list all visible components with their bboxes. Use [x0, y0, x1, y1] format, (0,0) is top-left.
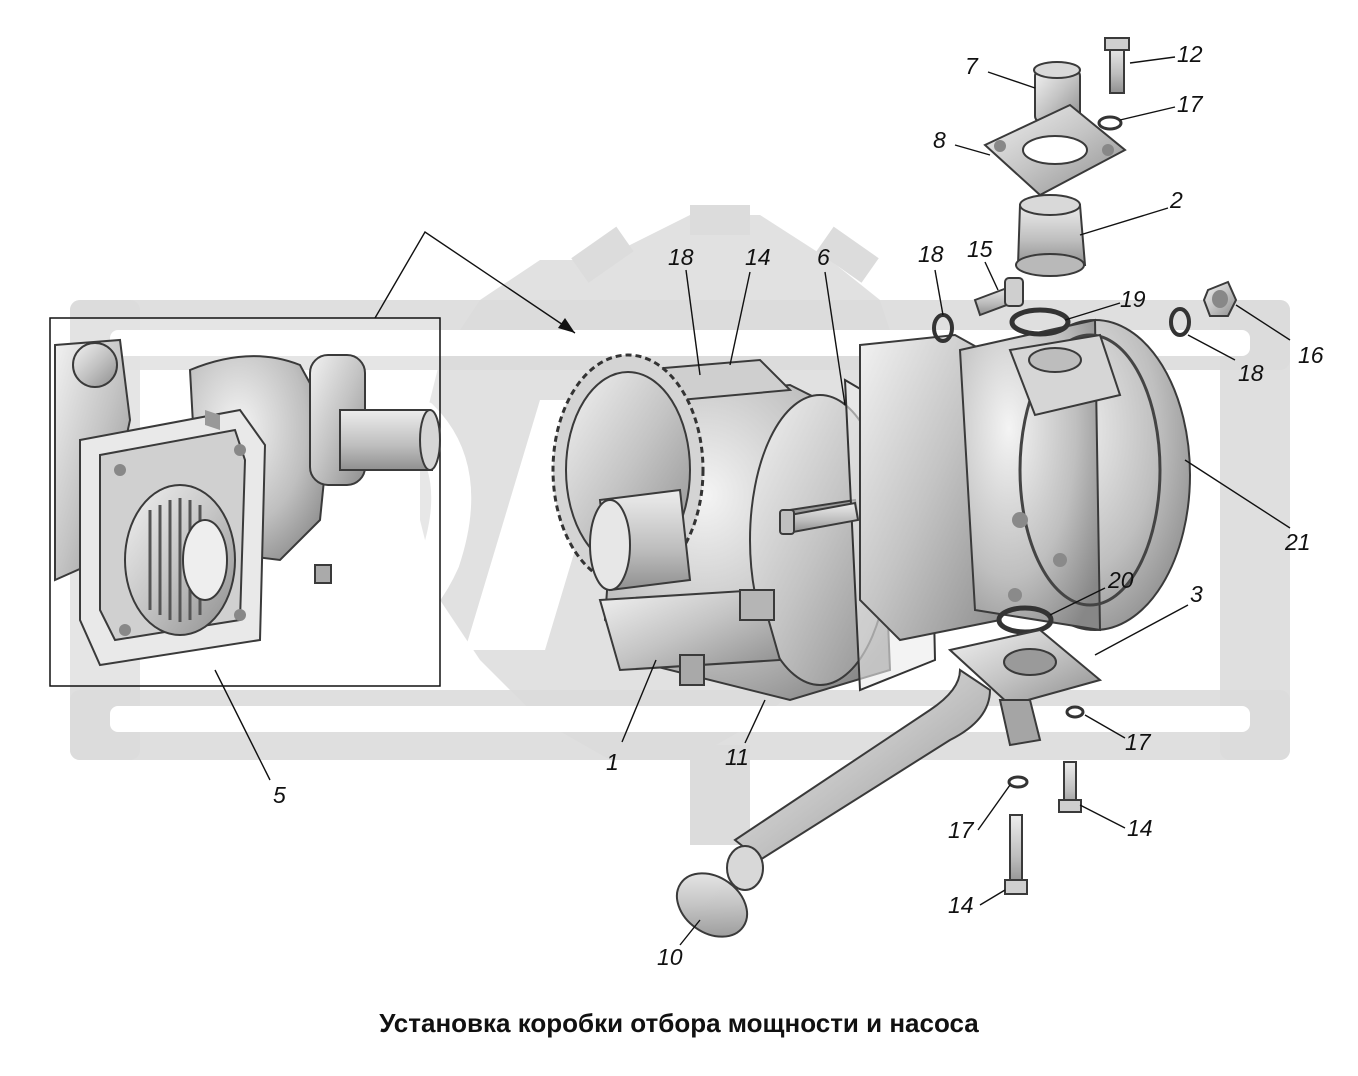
- callout-17-low: 17: [948, 817, 975, 843]
- upper-fitting: [983, 37, 1130, 277]
- callout-14-top: 14: [745, 244, 771, 270]
- callout-5: 5: [273, 782, 286, 808]
- pump-body: [859, 318, 1191, 642]
- callout-19: 19: [1120, 286, 1146, 312]
- callout-18-right: 18: [1238, 360, 1264, 386]
- callout-11: 11: [725, 744, 749, 770]
- callout-8: 8: [933, 127, 946, 153]
- through-bolt: [779, 501, 860, 535]
- callout-3: 3: [1190, 581, 1203, 607]
- callout-18-top: 18: [668, 244, 694, 270]
- callout-12: 12: [1177, 41, 1203, 67]
- callout-10: 10: [657, 944, 683, 970]
- callout-17-mid: 17: [1125, 729, 1152, 755]
- callout-1: 1: [606, 749, 619, 775]
- callout-2: 2: [1169, 187, 1183, 213]
- callout-14-bottom: 14: [948, 892, 974, 918]
- lower-pipe: [675, 605, 1103, 938]
- callout-20: 20: [1107, 567, 1134, 593]
- lower-bolts: [1004, 761, 1082, 895]
- callout-21: 21: [1284, 529, 1311, 555]
- callout-labels: 7 12 17 8 2 18 15 19 18 16 21 20 3 17 18…: [273, 41, 1324, 970]
- figure-caption: Установка коробки отбора мощности и насо…: [379, 1008, 979, 1038]
- callout-17-top: 17: [1177, 91, 1204, 117]
- callout-14-right: 14: [1127, 815, 1153, 841]
- callout-15: 15: [967, 236, 993, 262]
- callout-18-left: 18: [918, 241, 944, 267]
- callout-7: 7: [965, 53, 979, 79]
- callout-16: 16: [1298, 342, 1324, 368]
- callout-6: 6: [817, 244, 830, 270]
- inset-pto-assembly: [54, 338, 441, 667]
- leader-lines: [214, 56, 1291, 946]
